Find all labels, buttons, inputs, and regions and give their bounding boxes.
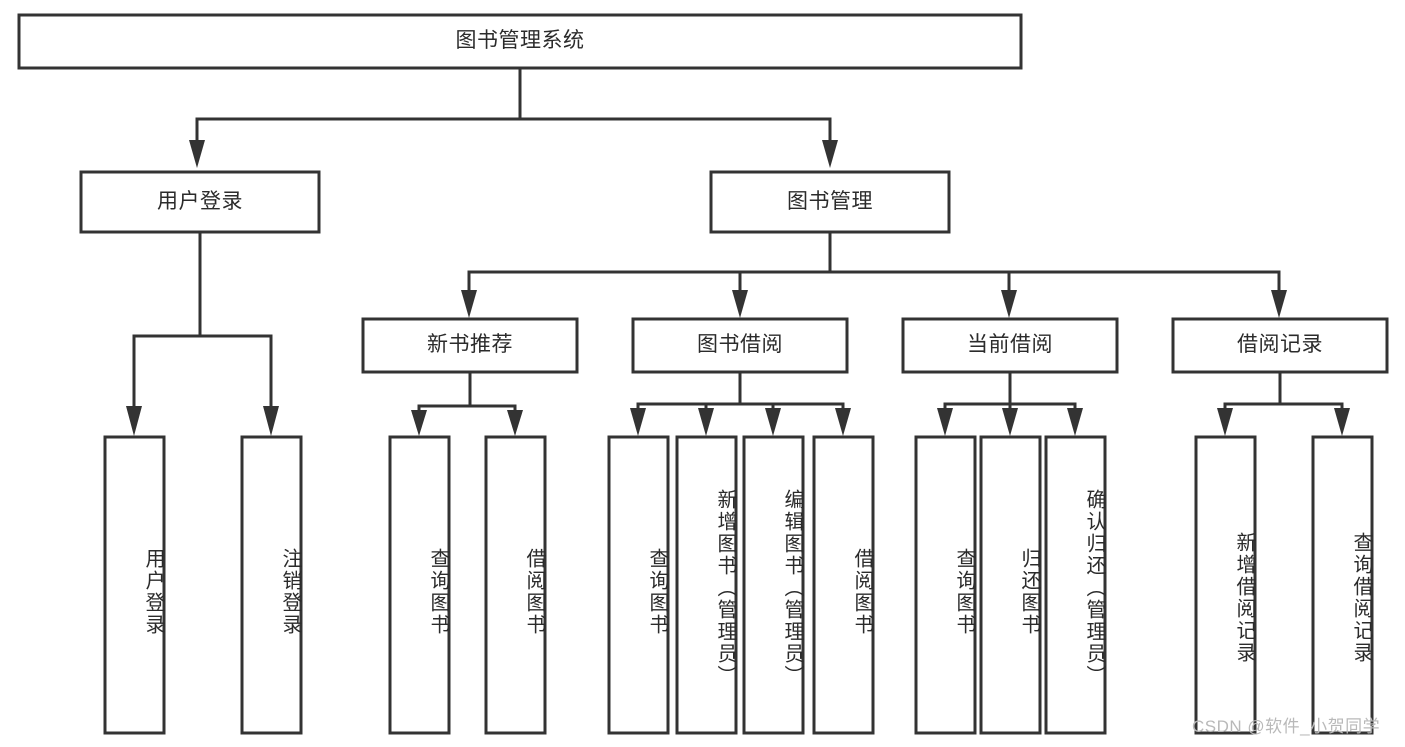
leaf-box-user-login-1[interactable] — [103, 435, 166, 735]
leaf-box-book-borrow-3[interactable] — [742, 435, 805, 735]
leaf-box-current-borrow-1[interactable] — [914, 435, 977, 735]
arrow-root-to-book-manage — [822, 140, 838, 168]
leaf-box-current-borrow-2[interactable] — [979, 435, 1042, 735]
node-root-box[interactable] — [17, 13, 1023, 70]
node-current-borrow-box[interactable] — [901, 317, 1119, 374]
arrow-book-borrow-leaf-3 — [765, 408, 781, 436]
leaf-box-book-borrow-4[interactable] — [812, 435, 875, 735]
leaf-box-new-book-1[interactable] — [388, 435, 451, 735]
arrow-book-borrow-leaf-1 — [630, 408, 646, 436]
arrow-current-borrow-leaf-2 — [1002, 408, 1018, 436]
leaf-box-borrow-record-2[interactable] — [1311, 435, 1374, 735]
csdn-watermark: CSDN @软件_小贺同学 — [1192, 717, 1381, 736]
node-new-book-recommend-box[interactable] — [361, 317, 579, 374]
arrow-to-book-borrow — [732, 290, 748, 318]
arrow-root-to-user-login — [189, 140, 205, 168]
arrow-borrow-record-leaf-1 — [1217, 408, 1233, 436]
node-user-login-box[interactable] — [79, 170, 321, 234]
node-borrow-record-box[interactable] — [1171, 317, 1389, 374]
leaf-box-borrow-record-1[interactable] — [1194, 435, 1257, 735]
arrow-to-borrow-record — [1271, 290, 1287, 318]
arrow-new-book-leaf-1 — [411, 410, 427, 436]
leaf-box-new-book-2[interactable] — [484, 435, 547, 735]
node-book-borrow-box[interactable] — [631, 317, 849, 374]
arrow-new-book-leaf-2 — [507, 410, 523, 436]
arrow-current-borrow-leaf-1 — [937, 408, 953, 436]
leaf-box-current-borrow-3[interactable] — [1044, 435, 1107, 735]
arrow-book-borrow-leaf-2 — [698, 408, 714, 436]
arrow-book-borrow-leaf-4 — [835, 408, 851, 436]
leaf-box-book-borrow-1[interactable] — [607, 435, 670, 735]
leaf-box-user-login-2[interactable] — [240, 435, 303, 735]
arrow-user-login-leaf-1 — [126, 406, 142, 436]
arrow-user-login-leaf-2 — [263, 406, 279, 436]
leaf-box-book-borrow-2[interactable] — [675, 435, 738, 735]
arrow-to-new-book-recommend — [461, 290, 477, 318]
arrow-to-current-borrow — [1001, 290, 1017, 318]
node-book-manage-box[interactable] — [709, 170, 951, 234]
arrow-current-borrow-leaf-3 — [1067, 408, 1083, 436]
arrow-borrow-record-leaf-2 — [1334, 408, 1350, 436]
